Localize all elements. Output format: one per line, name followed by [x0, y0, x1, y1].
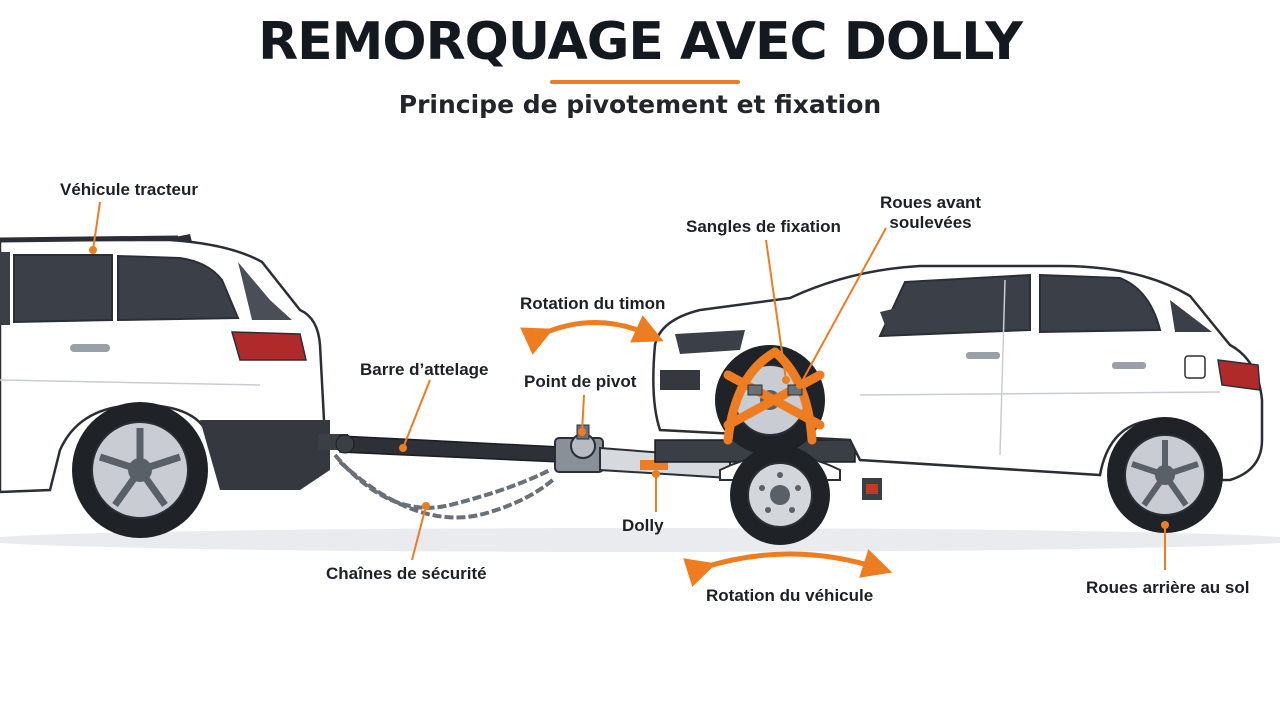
towed-rear-wheel: [1107, 417, 1223, 533]
page-title: REMORQUAGE AVEC DOLLY: [258, 12, 1023, 72]
label-straps: Sangles de fixation: [686, 217, 841, 236]
page-subtitle: Principe de pivotement et fixation: [398, 90, 882, 119]
tow-vehicle-suv: [0, 234, 330, 494]
leader-dots: [89, 246, 1169, 529]
label-rear-wheels-ground: Roues arrière au sol: [1086, 578, 1250, 597]
label-pivot-point: Point de pivot: [524, 372, 637, 391]
label-vehicle-rotation: Rotation du véhicule: [706, 586, 874, 605]
title-underline: [550, 80, 740, 84]
label-safety-chains: Chaînes de sécurité: [326, 564, 487, 583]
label-drawbar-rotation: Rotation du timon: [520, 294, 666, 313]
safety-chains: [333, 453, 557, 520]
leader-lines: [92, 201, 1166, 570]
label-tow-vehicle: Véhicule tracteur: [60, 180, 198, 199]
label-front-wheels-raised: Roues avant soulevées: [880, 193, 982, 232]
vehicle-rotation-arrow: [683, 549, 893, 587]
tow-bar: [318, 434, 561, 463]
dolly-wheel: [730, 445, 830, 545]
label-dolly: Dolly: [622, 516, 664, 535]
ground-shadow: [0, 528, 1280, 552]
label-tow-bar: Barre d’attelage: [360, 360, 489, 379]
drawbar-rotation-arrow: [520, 315, 664, 355]
suv-rear-wheel: [72, 402, 208, 538]
strap-buckles: [747, 384, 803, 396]
